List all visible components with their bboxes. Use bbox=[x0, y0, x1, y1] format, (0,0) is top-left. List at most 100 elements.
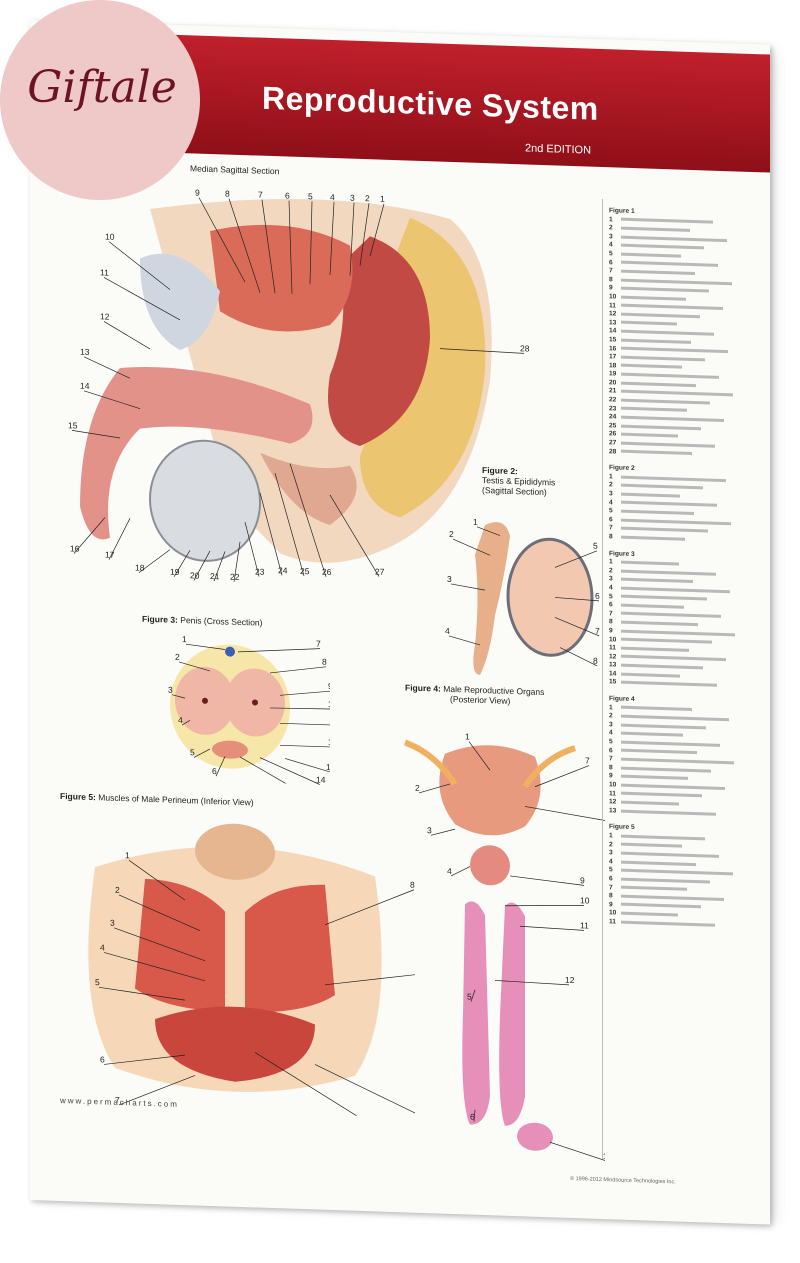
fig5-callout-5: 5 bbox=[95, 977, 100, 987]
fig1-callout-2: 2 bbox=[365, 193, 370, 203]
legend-row-number: 3 bbox=[609, 721, 613, 729]
fig3-callout-8: 8 bbox=[322, 657, 327, 667]
fig1-callout-6: 6 bbox=[285, 190, 290, 200]
legend-row-text bbox=[621, 278, 732, 285]
fig1-callout-9: 9 bbox=[195, 187, 200, 197]
legend-row-text bbox=[621, 766, 711, 773]
legend-row-text bbox=[621, 312, 700, 319]
legend-row-text bbox=[621, 432, 678, 438]
fig1-callout-28: 28 bbox=[520, 343, 530, 353]
legend-row-number: 28 bbox=[609, 447, 617, 456]
legend-row-text bbox=[621, 389, 733, 397]
fig4-callout-10: 10 bbox=[580, 895, 590, 905]
legend-row-text bbox=[621, 885, 687, 892]
fig1-callout-17: 17 bbox=[105, 549, 115, 559]
fig4-leader-12 bbox=[494, 980, 570, 986]
fig1-leader-22 bbox=[233, 541, 241, 582]
legend-row-number: 6 bbox=[609, 258, 613, 266]
legend-row-number: 14 bbox=[609, 327, 617, 335]
fig1-callout-5: 5 bbox=[308, 191, 313, 201]
fig5-callout-4: 4 bbox=[100, 942, 105, 952]
legend-row-number: 9 bbox=[609, 284, 613, 292]
legend-row-text bbox=[621, 612, 721, 619]
legend-row-number: 10 bbox=[609, 293, 617, 301]
fig5-leader-1 bbox=[128, 860, 186, 901]
fig3-callout-14: 14 bbox=[316, 774, 326, 784]
fig1-leader-20 bbox=[193, 550, 211, 581]
fig3-leader-8 bbox=[269, 666, 327, 674]
legend-row-number: 12 bbox=[609, 310, 617, 318]
fig3-callout-5: 5 bbox=[190, 747, 195, 757]
legend-row-text bbox=[621, 295, 686, 301]
legend-row-number: 24 bbox=[609, 413, 617, 421]
legend-row-number: 9 bbox=[609, 627, 613, 635]
fig1-leader-19 bbox=[173, 550, 191, 577]
fig1-callout-4: 4 bbox=[330, 192, 335, 202]
fig3-leader-3 bbox=[171, 694, 186, 699]
legend-row-text bbox=[621, 252, 681, 258]
legend-row-text bbox=[621, 706, 692, 712]
legend-row-number: 19 bbox=[609, 370, 617, 378]
legend-row-number: 1 bbox=[609, 703, 613, 711]
legend-row-number: 10 bbox=[609, 635, 617, 643]
fig2-callout-6: 6 bbox=[595, 591, 600, 601]
legend-row-number: 7 bbox=[609, 524, 613, 532]
fig1-leader-13 bbox=[83, 356, 131, 379]
legend-row-text bbox=[621, 243, 704, 250]
legend-row-number: 10 bbox=[609, 909, 617, 917]
copyright-text: © 1996-2012 Mindsource Technologies Inc. bbox=[570, 1175, 676, 1186]
fig3-leader-14 bbox=[259, 757, 321, 785]
legend-row-text bbox=[621, 372, 719, 379]
legend-row-number: 12 bbox=[609, 798, 617, 806]
legend-row-number: 13 bbox=[609, 318, 617, 327]
fig3-callout-7: 7 bbox=[316, 638, 321, 648]
fig3-callout-2: 2 bbox=[175, 652, 180, 662]
fig5-sub: Muscles of Male Perineum (Inferior View) bbox=[98, 792, 254, 808]
legend-row-text bbox=[621, 783, 725, 790]
fig3-leader-5 bbox=[193, 748, 211, 758]
fig4-callout-12: 12 bbox=[565, 975, 575, 985]
fig4-sub2: (Posterior View) bbox=[450, 693, 511, 706]
fig1-leader-4 bbox=[329, 202, 335, 275]
legend-row-text bbox=[621, 303, 723, 311]
legend-row-text bbox=[621, 731, 683, 737]
fig3-leader-11 bbox=[280, 722, 330, 726]
legend-row-number: 8 bbox=[609, 892, 613, 900]
legend-row-text bbox=[621, 842, 682, 848]
legend-row-number: 11 bbox=[609, 644, 616, 652]
legend-row-number: 22 bbox=[609, 396, 617, 404]
fig2-sub2: (Sagittal Section) bbox=[482, 484, 547, 498]
fig3-sub: Penis (Cross Section) bbox=[180, 614, 263, 628]
fig2-leader-4 bbox=[448, 635, 481, 646]
fig2-leader-3 bbox=[450, 583, 486, 591]
legend-row-number: 1 bbox=[609, 832, 613, 840]
fig4-leader-10 bbox=[504, 905, 585, 907]
legend-row-number: 6 bbox=[609, 601, 613, 609]
legend-row-text bbox=[621, 338, 691, 344]
fig3-callout-10: 10 bbox=[328, 699, 330, 709]
fig1-leader-7 bbox=[261, 199, 276, 294]
fig1-callout-24: 24 bbox=[278, 565, 288, 575]
fig3-leader-12 bbox=[280, 744, 330, 748]
legend-row-text bbox=[621, 851, 719, 858]
fig1-leader-26 bbox=[289, 463, 327, 577]
brand-logo-text: Giftale bbox=[27, 62, 177, 113]
legend-row-number: 12 bbox=[609, 652, 617, 661]
legend-row-number: 4 bbox=[609, 498, 613, 506]
fig2-callout-7: 7 bbox=[595, 626, 600, 636]
legend-row-text bbox=[621, 475, 726, 482]
legend-row-number: 8 bbox=[609, 533, 613, 541]
fig2-callout-4: 4 bbox=[445, 626, 450, 636]
legend-row-text bbox=[621, 620, 698, 627]
edition-label: 2nd EDITION bbox=[525, 142, 592, 157]
legend-row-number: 3 bbox=[609, 575, 613, 583]
legend-row-number: 4 bbox=[609, 584, 613, 592]
fig4-callout-1: 1 bbox=[465, 731, 470, 741]
legend-row-number: 10 bbox=[609, 781, 617, 789]
fig5-callout-3: 3 bbox=[110, 918, 115, 928]
fig4-callout-11: 11 bbox=[580, 920, 589, 930]
legend-row-number: 23 bbox=[609, 404, 617, 413]
fig5-leader-9 bbox=[324, 970, 415, 986]
